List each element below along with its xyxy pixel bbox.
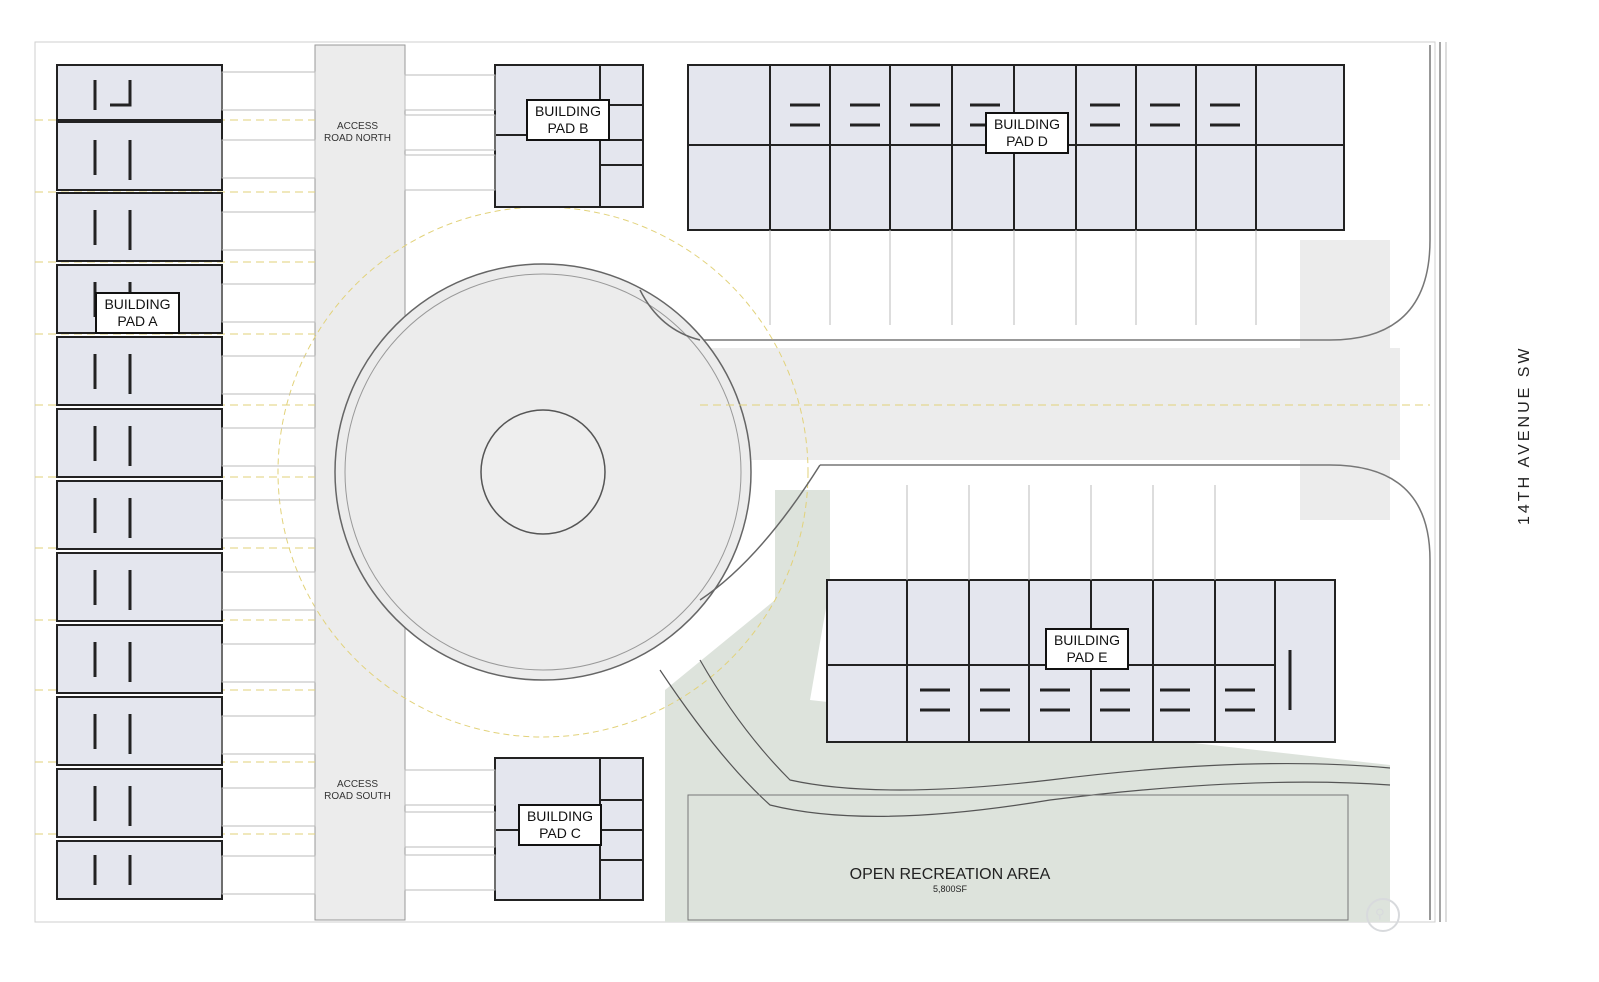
- building-pad-e-label: BUILDING PAD E: [1045, 628, 1129, 670]
- pad-d-parking-stalls: [769, 230, 1257, 325]
- pad-b-line1: BUILDING: [534, 103, 602, 119]
- open-recreation-area-label: OPEN RECREATION AREA 5,800SF: [840, 866, 1060, 894]
- open-recreation-area: [665, 490, 1390, 922]
- access-north-line1: ACCESS: [336, 121, 379, 132]
- access-road-south-label: ACCESS ROAD SOUTH: [315, 779, 400, 803]
- building-pad-d-label: BUILDING PAD D: [985, 112, 1069, 154]
- open-area-size: 5,800SF: [932, 884, 968, 894]
- open-area-title: OPEN RECREATION AREA: [849, 866, 1051, 883]
- access-south-line2: ROAD SOUTH: [324, 791, 391, 802]
- pad-e-line1: BUILDING: [1053, 632, 1121, 648]
- access-north-line2: ROAD NORTH: [323, 133, 392, 144]
- mls-logo-icon: ⚲: [1366, 898, 1400, 932]
- building-pad-b-label: BUILDING PAD B: [526, 99, 610, 141]
- pad-a-driveways: [221, 71, 316, 895]
- building-pad-a-units: [56, 64, 223, 900]
- building-pad-d-units: [687, 64, 1345, 231]
- main-road: [700, 45, 1431, 920]
- pad-bc-driveways: [404, 74, 496, 891]
- pad-d-line2: PAD D: [1006, 133, 1048, 149]
- pad-a-line2: PAD A: [117, 313, 158, 329]
- pad-b-line2: PAD B: [547, 120, 589, 136]
- building-pad-a-walls: [93, 80, 132, 885]
- center-island: [480, 409, 606, 535]
- access-road-north-label: ACCESS ROAD NORTH: [315, 121, 400, 145]
- road-surface-east: [700, 348, 1400, 460]
- road-connector: [639, 289, 821, 601]
- cul-de-sac-inner-ring: [344, 273, 742, 671]
- building-pad-e-units: [826, 579, 1336, 743]
- building-pad-c-label: BUILDING PAD C: [518, 804, 602, 846]
- rec-court: [687, 794, 1349, 921]
- pad-e-walls: [920, 650, 1292, 712]
- pad-c-line1: BUILDING: [526, 808, 594, 824]
- setback-circle: [277, 206, 809, 738]
- pad-e-parking-stalls: [906, 485, 1216, 580]
- building-pad-a-label: BUILDING PAD A: [95, 292, 180, 334]
- street-name-label: 14TH AVENUE SW: [1516, 345, 1533, 525]
- pad-e-line2: PAD E: [1066, 649, 1108, 665]
- access-south-line1: ACCESS: [336, 779, 379, 790]
- walking-path: [659, 659, 1391, 817]
- pad-d-line1: BUILDING: [993, 116, 1061, 132]
- pad-a-line1: BUILDING: [104, 296, 171, 312]
- pad-c-line2: PAD C: [539, 825, 581, 841]
